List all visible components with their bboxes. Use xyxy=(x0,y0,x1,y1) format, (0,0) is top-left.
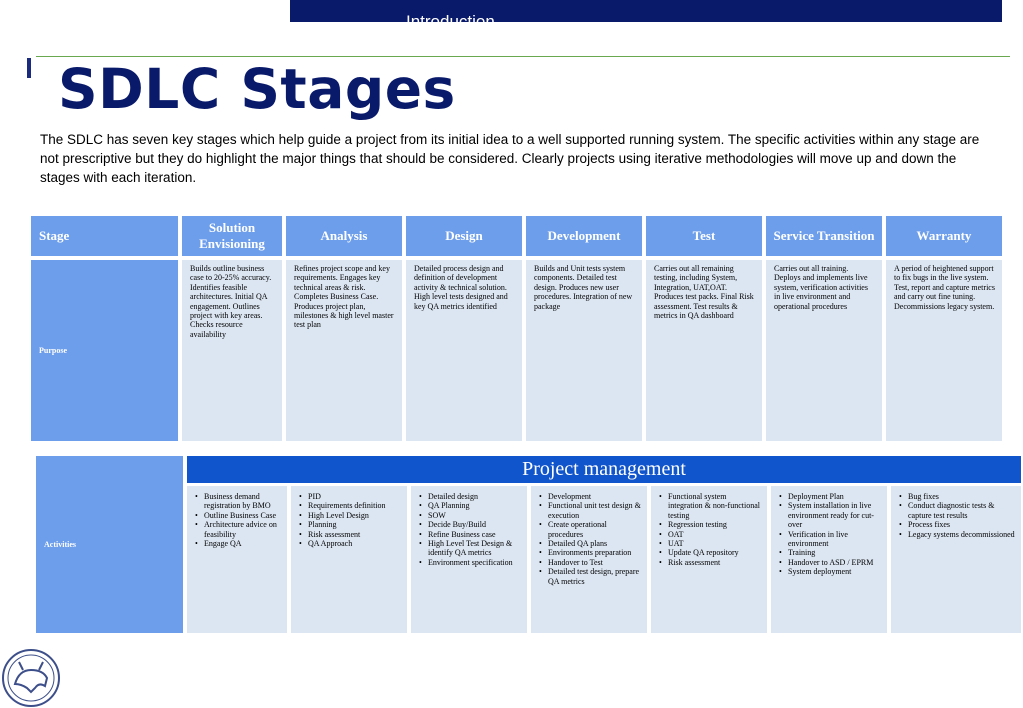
activity-item: Functional unit test design & execution xyxy=(537,501,643,520)
purpose-warranty: A period of heightened support to fix bu… xyxy=(886,260,1002,441)
stage-header-analysis: Analysis xyxy=(286,216,402,256)
stage-header-development: Development xyxy=(526,216,642,256)
activity-item: Environment specification xyxy=(417,558,523,568)
activity-item: Detailed test design, prepare QA metrics xyxy=(537,567,643,586)
activity-item: Architecture advice on feasibility xyxy=(193,520,283,539)
activity-item: Create operational procedures xyxy=(537,520,643,539)
activity-item: Environments preparation xyxy=(537,548,643,558)
project-management-bar: Project management xyxy=(187,456,1021,483)
activity-item: Business demand registration by BMO xyxy=(193,492,283,511)
activity-item: Conduct diagnostic tests & capture test … xyxy=(897,501,1017,520)
title-rule xyxy=(36,56,1010,57)
activity-item: Bug fixes xyxy=(897,492,1017,502)
purpose-text: Builds and Unit tests system components.… xyxy=(534,264,633,311)
activity-item: Process fixes xyxy=(897,520,1017,530)
purpose-text: Refines project scope and key requiremen… xyxy=(294,264,394,330)
bull-crest-logo-icon xyxy=(2,649,60,707)
purpose-text: Carries out all training. Deploys and im… xyxy=(774,264,868,311)
activity-item: QA Planning xyxy=(417,501,523,511)
title-marker xyxy=(27,58,31,78)
activity-item: System installation in live environment … xyxy=(777,501,883,529)
activity-item: Refine Business case xyxy=(417,530,523,540)
activity-item: Risk assessment xyxy=(297,530,403,540)
purpose-text: Carries out all remaining testing, inclu… xyxy=(654,264,754,321)
activity-item: Verification in live environment xyxy=(777,530,883,549)
activity-item: QA Approach xyxy=(297,539,403,549)
activity-item: Deployment Plan xyxy=(777,492,883,502)
purpose-analysis: Refines project scope and key requiremen… xyxy=(286,260,402,441)
activity-item: Engage QA xyxy=(193,539,283,549)
activity-item: UAT xyxy=(657,539,763,549)
activity-item: PID xyxy=(297,492,403,502)
activities-analysis: PID Requirements definition High Level D… xyxy=(291,486,407,633)
stage-header-test: Test xyxy=(646,216,762,256)
purpose-test: Carries out all remaining testing, inclu… xyxy=(646,260,762,441)
activity-item: Training xyxy=(777,548,883,558)
activity-item: High Level Test Design & identify QA met… xyxy=(417,539,523,558)
top-banner: Introduction xyxy=(290,0,1002,22)
activity-item: Handover to Test xyxy=(537,558,643,568)
activities-service-transition: Deployment Plan System installation in l… xyxy=(771,486,887,633)
activity-item: Risk assessment xyxy=(657,558,763,568)
activity-item: Requirements definition xyxy=(297,501,403,511)
intro-paragraph: The SDLC has seven key stages which help… xyxy=(40,132,980,185)
purpose-design: Detailed process design and definition o… xyxy=(406,260,522,441)
activity-item: Planning xyxy=(297,520,403,530)
activity-item: Outline Business Case xyxy=(193,511,283,521)
activity-item: Development xyxy=(537,492,643,502)
purpose-service-transition: Carries out all training. Deploys and im… xyxy=(766,260,882,441)
activities-design: Detailed design QA Planning SOW Decide B… xyxy=(411,486,527,633)
activity-item: System deployment xyxy=(777,567,883,577)
activity-item: Detailed design xyxy=(417,492,523,502)
purpose-text: Detailed process design and definition o… xyxy=(414,264,508,311)
activity-item: OAT xyxy=(657,530,763,540)
activities-development: Development Functional unit test design … xyxy=(531,486,647,633)
page-title: SDLC Stages xyxy=(58,57,456,121)
activity-item: Detailed QA plans xyxy=(537,539,643,549)
activity-item: Functional system integration & non-func… xyxy=(657,492,763,520)
top-banner-text: Introduction xyxy=(406,12,495,22)
stage-header-design: Design xyxy=(406,216,522,256)
activity-item: Regression testing xyxy=(657,520,763,530)
activities-warranty: Bug fixes Conduct diagnostic tests & cap… xyxy=(891,486,1021,633)
stage-header-solution-envisioning: Solution Envisioning xyxy=(182,216,282,256)
activities-solution-envisioning: Business demand registration by BMO Outl… xyxy=(187,486,287,633)
activity-item: Legacy systems decommissioned xyxy=(897,530,1017,540)
purpose-solution-envisioning: Builds outline business case to 20-25% a… xyxy=(182,260,282,441)
activity-item: Handover to ASD / EPRM xyxy=(777,558,883,568)
stage-header-warranty: Warranty xyxy=(886,216,1002,256)
purpose-development: Builds and Unit tests system components.… xyxy=(526,260,642,441)
stage-header-label: Stage xyxy=(31,216,178,256)
activities-test: Functional system integration & non-func… xyxy=(651,486,767,633)
purpose-text: Builds outline business case to 20-25% a… xyxy=(190,264,272,339)
activity-item: SOW xyxy=(417,511,523,521)
activities-row-label: Activities xyxy=(36,456,183,633)
activity-item: High Level Design xyxy=(297,511,403,521)
purpose-text: A period of heightened support to fix bu… xyxy=(894,264,995,311)
stage-header-service-transition: Service Transition xyxy=(766,216,882,256)
purpose-row-label: Purpose xyxy=(31,260,178,441)
activity-item: Decide Buy/Build xyxy=(417,520,523,530)
activity-item: Update QA repository xyxy=(657,548,763,558)
